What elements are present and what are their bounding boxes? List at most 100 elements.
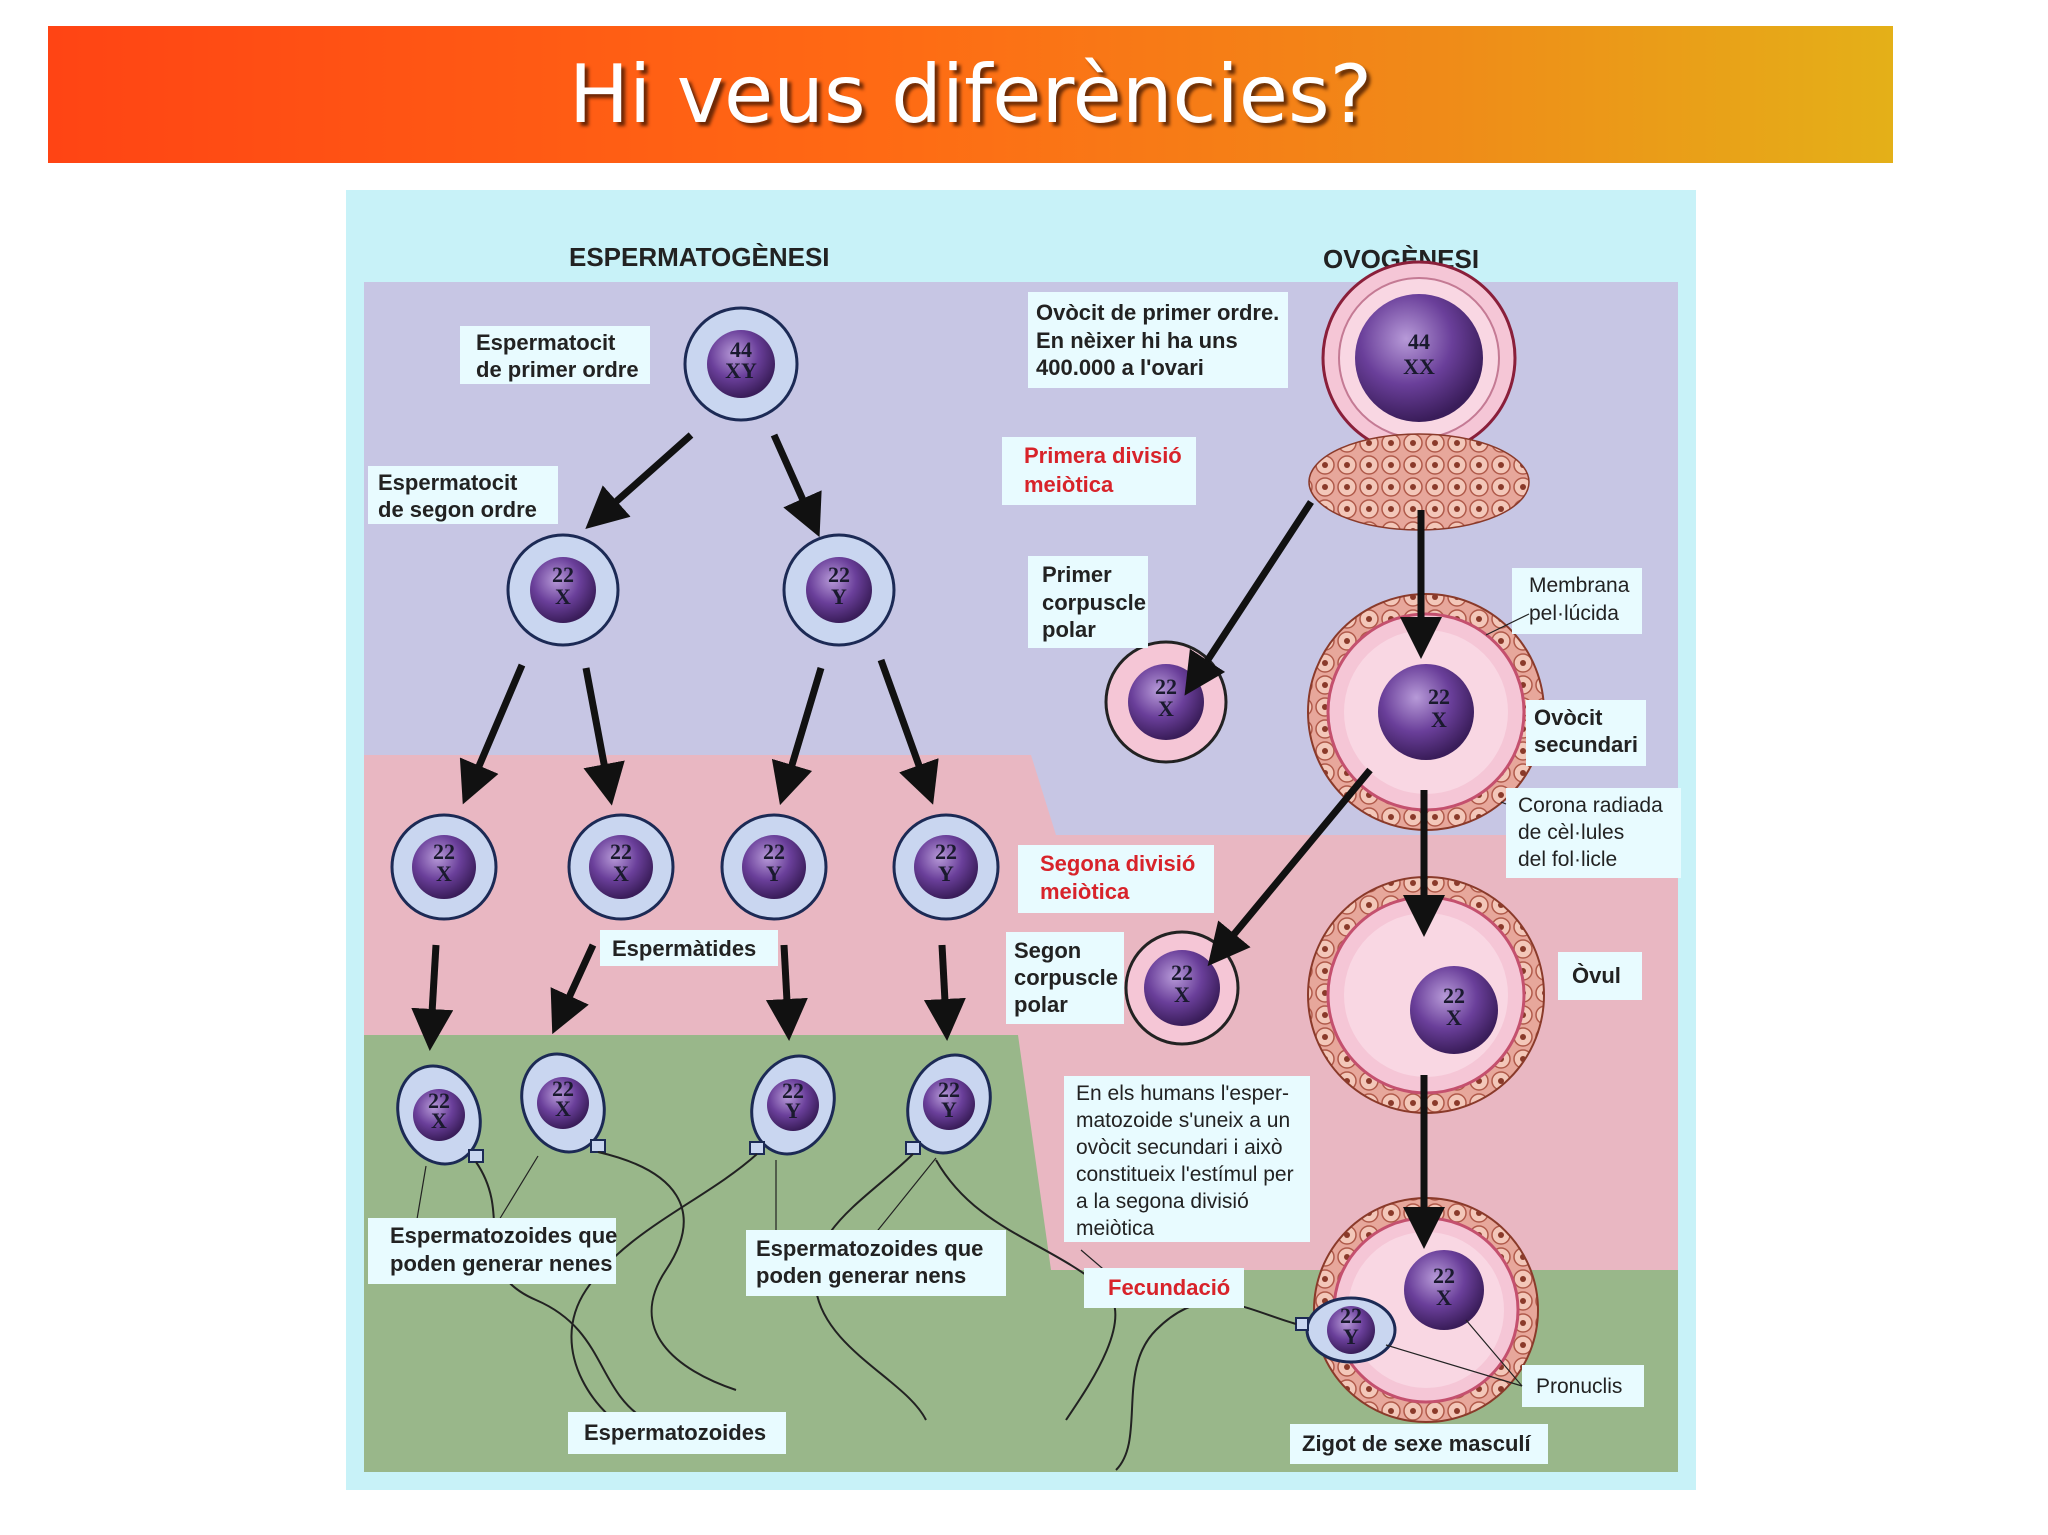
svg-text:Zigot de sexe masculí: Zigot de sexe masculí	[1302, 1431, 1532, 1456]
svg-text:Y: Y	[941, 1097, 957, 1122]
oogenesis-arrows	[1184, 500, 1445, 1249]
svg-text:del fol·licle: del fol·licle	[1518, 848, 1617, 871]
svg-text:pel·lúcida: pel·lúcida	[1529, 602, 1619, 625]
svg-text:22: 22	[552, 562, 574, 587]
svg-text:de primer ordre: de primer ordre	[476, 357, 639, 382]
sperm-3: 22 Y	[749, 1054, 836, 1156]
spermatid-1: 22 X	[390, 813, 498, 921]
spermatid-2: 22 X	[567, 813, 675, 921]
svg-text:X: X	[1431, 707, 1447, 732]
svg-text:Òvul: Òvul	[1572, 963, 1621, 988]
svg-text:Espermatocit: Espermatocit	[476, 330, 616, 355]
label-secondary-oocyte: Ovòcit secundari	[1526, 700, 1646, 766]
svg-text:22: 22	[428, 1088, 450, 1113]
secondary-oocyte: 22 X	[1307, 593, 1545, 831]
svg-text:meiòtica: meiòtica	[1024, 472, 1114, 497]
secondary-spermatocyte-y: 22 Y	[782, 533, 896, 647]
svg-text:X: X	[1446, 1005, 1462, 1030]
svg-text:Espermatozoides que: Espermatozoides que	[390, 1223, 617, 1248]
svg-text:a la segona divisió: a la segona divisió	[1076, 1190, 1249, 1213]
label-spermatids: Espermàtides	[600, 930, 778, 966]
primary-oocyte: 44 XX	[1321, 260, 1517, 456]
ovum: 22 X	[1307, 876, 1545, 1114]
svg-text:X: X	[431, 1108, 447, 1133]
label-zona-pellucida: Membrana pel·lúcida	[1485, 568, 1642, 636]
svg-text:22: 22	[1171, 960, 1193, 985]
svg-text:Primer: Primer	[1042, 562, 1112, 587]
svg-text:Segona divisió: Segona divisió	[1040, 851, 1195, 876]
svg-text:X: X	[1158, 696, 1174, 721]
label-corona-radiata: Corona radiada de cèl·lules del fol·licl…	[1500, 788, 1681, 878]
svg-text:22: 22	[938, 1077, 960, 1102]
label-primary-spermatocyte: Espermatocit de primer ordre	[460, 326, 650, 384]
title-bar: Hi veus diferències?	[48, 26, 1893, 163]
svg-text:Ovòcit de primer ordre.: Ovòcit de primer ordre.	[1036, 300, 1279, 325]
label-primary-oocyte: Ovòcit de primer ordre. En nèixer hi ha …	[1028, 292, 1288, 388]
svg-text:22: 22	[1340, 1303, 1362, 1328]
label-first-meiotic-division: Primera divisió meiòtica	[1002, 437, 1196, 505]
primary-spermatocyte: 44 XY	[683, 306, 799, 422]
label-ovum: Òvul	[1558, 952, 1642, 1000]
svg-text:22: 22	[1443, 983, 1465, 1008]
svg-text:22: 22	[1428, 684, 1450, 709]
svg-text:Segon: Segon	[1014, 938, 1081, 963]
svg-text:polar: polar	[1042, 617, 1096, 642]
svg-text:X: X	[613, 861, 629, 886]
label-sperm-girls: Espermatozoides que poden generar nenes	[368, 1218, 617, 1284]
svg-text:corpuscle: corpuscle	[1014, 965, 1118, 990]
svg-text:22: 22	[763, 839, 785, 864]
svg-text:22: 22	[433, 839, 455, 864]
svg-text:Y: Y	[1343, 1324, 1359, 1349]
svg-text:En els humans l'esper-: En els humans l'esper-	[1076, 1082, 1289, 1105]
svg-text:44: 44	[730, 337, 752, 362]
label-sperm-boys: Espermatozoides que poden generar nens	[746, 1230, 1006, 1296]
svg-text:X: X	[436, 861, 452, 886]
svg-text:de cèl·lules: de cèl·lules	[1518, 821, 1624, 844]
svg-text:22: 22	[610, 839, 632, 864]
sperm-4: 22 Y	[905, 1053, 992, 1155]
label-pronuclei: Pronuclis	[1385, 1319, 1644, 1407]
label-second-meiotic-division: Segona divisió meiòtica	[1018, 845, 1214, 913]
svg-text:22: 22	[1433, 1263, 1455, 1288]
svg-text:X: X	[1436, 1285, 1452, 1310]
svg-text:de segon ordre: de segon ordre	[378, 497, 537, 522]
svg-text:constitueix l'estímul per: constitueix l'estímul per	[1076, 1163, 1294, 1186]
svg-text:meiòtica: meiòtica	[1040, 879, 1130, 904]
svg-text:XX: XX	[1403, 354, 1435, 379]
svg-text:22: 22	[935, 839, 957, 864]
svg-text:Y: Y	[938, 861, 954, 886]
gametogenesis-diagram: ESPERMATOGÈNESI OVOGÈNESI 44 XY 22 X 22 …	[346, 190, 1696, 1490]
label-secondary-spermatocyte: Espermatocit de segon ordre	[368, 466, 558, 524]
svg-text:Ovòcit: Ovòcit	[1534, 705, 1603, 730]
svg-text:Primera divisió: Primera divisió	[1024, 443, 1182, 468]
svg-text:Espermatozoides que: Espermatozoides que	[756, 1236, 983, 1261]
svg-text:secundari: secundari	[1534, 732, 1638, 757]
fertilizing-sperm-tail	[1115, 1301, 1297, 1471]
svg-text:22: 22	[552, 1076, 574, 1101]
svg-text:poden generar nenes: poden generar nenes	[390, 1251, 613, 1276]
svg-text:ovòcit secundari i això: ovòcit secundari i això	[1076, 1136, 1283, 1159]
sperm-1: 22 X	[396, 1064, 484, 1166]
svg-text:Y: Y	[785, 1098, 801, 1123]
svg-text:XY: XY	[725, 358, 757, 383]
zygote: 22 X 22 Y	[1295, 1197, 1539, 1423]
slide-title: Hi veus diferències?	[568, 48, 1373, 141]
svg-text:X: X	[555, 1096, 571, 1121]
svg-text:22: 22	[828, 562, 850, 587]
label-first-polar-body: Primer corpuscle polar	[1028, 556, 1148, 648]
svg-text:X: X	[1174, 982, 1190, 1007]
label-fertilization-note: En els humans l'esper- matozoide s'uneix…	[1064, 1076, 1310, 1242]
svg-text:400.000 a l'ovari: 400.000 a l'ovari	[1036, 355, 1204, 380]
svg-text:poden generar nens: poden generar nens	[756, 1263, 966, 1288]
spermatogenesis-arrows	[411, 432, 966, 1051]
svg-text:Espermatocit: Espermatocit	[378, 470, 518, 495]
spermatid-4: 22 Y	[892, 813, 1000, 921]
svg-text:polar: polar	[1014, 992, 1068, 1017]
svg-text:Espermàtides: Espermàtides	[612, 936, 756, 961]
svg-text:Espermatozoides: Espermatozoides	[584, 1420, 766, 1445]
label-second-polar-body: Segon corpuscle polar	[1006, 932, 1124, 1024]
secondary-spermatocyte-x: 22 X	[506, 533, 620, 647]
svg-text:Fecundació: Fecundació	[1108, 1275, 1230, 1300]
svg-text:matozoide s'uneix a un: matozoide s'uneix a un	[1076, 1109, 1290, 1132]
svg-text:Corona radiada: Corona radiada	[1518, 794, 1663, 817]
